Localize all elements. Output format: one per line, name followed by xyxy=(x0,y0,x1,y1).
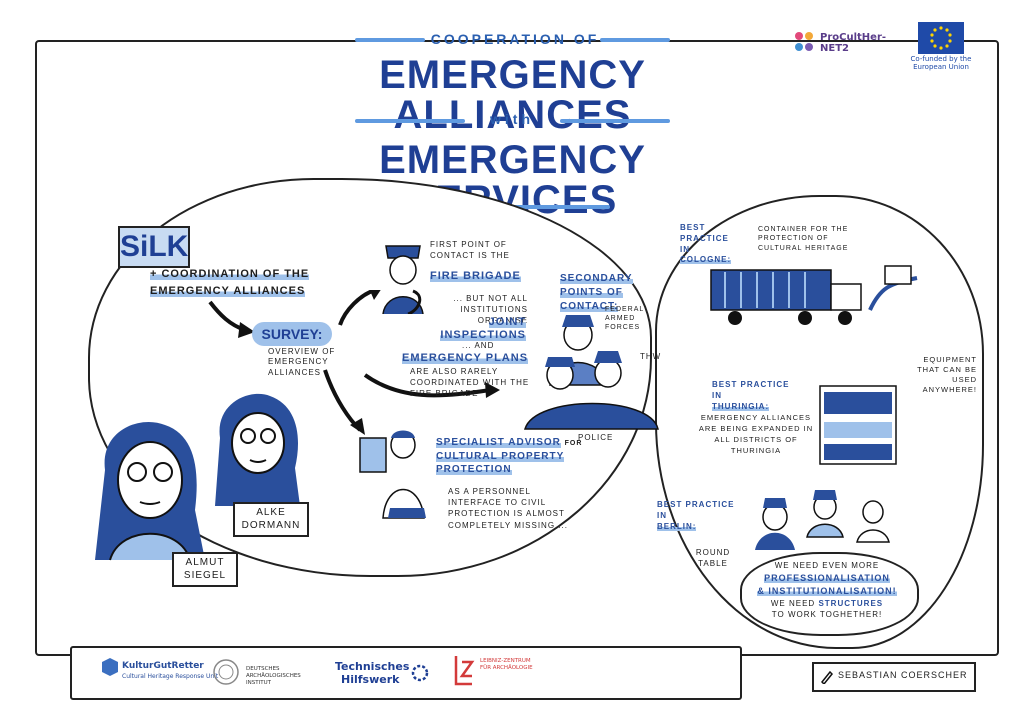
eu-flag-icon xyxy=(918,22,964,54)
pre-title: COOPERATION OF xyxy=(430,31,600,47)
coordination-text: + COORDINATION OF THE EMERGENCY ALLIANCE… xyxy=(150,266,350,299)
flow-arrows xyxy=(208,290,500,435)
artist-signature-box: SEBASTIAN COERSCHER xyxy=(812,662,976,692)
container-truck-illustration xyxy=(705,258,920,333)
dai-seal-icon xyxy=(213,659,239,685)
secondary-contact-label: SECONDARY POINTS OF CONTACT: xyxy=(560,273,633,312)
round-table-illustration xyxy=(745,482,905,552)
federal-forces-text: FEDERAL ARMED FORCES xyxy=(605,306,645,332)
pen-icon xyxy=(820,670,834,684)
police-text: POLICE xyxy=(578,433,614,442)
title-stroke xyxy=(560,119,670,123)
title-stroke xyxy=(355,38,425,42)
equipment-text: EQUIPMENT THAT CAN BE USED ANYWHERE! xyxy=(917,355,977,395)
emergency-services-illustration xyxy=(520,305,660,430)
almut-siegel-illustration xyxy=(90,410,210,565)
eu-caption: Co-funded by the European Union xyxy=(910,55,972,71)
survey-sub: OVERVIEW OF EMERGENCY ALLIANCES xyxy=(268,347,336,377)
round-table-text: ROUND TABLE xyxy=(695,548,731,568)
emergency-plans-label: EMERGENCY PLANS xyxy=(402,352,529,364)
and-text: ... AND xyxy=(462,341,495,350)
alke-dormann-label: ALKE DORMANN xyxy=(233,502,309,537)
storage-shelf-illustration xyxy=(818,382,898,467)
first-point-text: FIRST POINT OF CONTACT IS THE xyxy=(430,240,510,260)
needs-text: WE NEED EVEN MORE PROFESSIONALISATION & … xyxy=(757,561,897,620)
silk-box: SiLK xyxy=(118,226,190,268)
title-stroke xyxy=(600,38,670,42)
silk-label: SiLK xyxy=(120,230,189,263)
leiza-icon xyxy=(454,656,475,686)
title-stroke xyxy=(355,119,465,123)
procultherr-text: ProCultHer-NET2 xyxy=(820,32,887,54)
advisor-illustration xyxy=(358,420,428,520)
joint-inspections-label: JOINT INSPECTIONS xyxy=(440,316,526,342)
thw-text: THW xyxy=(640,352,662,361)
artist-name: SEBASTIAN COERSCHER xyxy=(838,670,968,680)
thw-gear-icon xyxy=(411,664,429,682)
title-with: with xyxy=(490,111,534,127)
footer-logos xyxy=(70,646,742,700)
firefighter-illustration xyxy=(378,236,428,316)
container-text: CONTAINER FOR THE PROTECTION OF CULTURAL… xyxy=(758,226,849,252)
interface-text: AS A PERSONNEL INTERFACE TO CIVIL PROTEC… xyxy=(448,487,568,530)
title-line1: EMERGENCY ALLIANCES xyxy=(379,53,646,137)
procultherr-logo: ProCultHer-NET2 xyxy=(790,24,902,60)
kgr-icon xyxy=(102,658,118,676)
procultherr-icon xyxy=(795,32,813,51)
leiza-logo: LEIBNIZ-ZENTRUM FÜR ARCHÄOLOGIE xyxy=(452,654,542,692)
specialist-advisor-label: SPECIALIST ADVISOR FOR CULTURAL PROPERTY… xyxy=(436,437,583,475)
fire-brigade-label: FIRE BRIGADE xyxy=(430,270,521,282)
kulturgutretter-logo: KulturGutRetter Cultural Heritage Respon… xyxy=(100,655,220,691)
dai-logo: DEUTSCHES ARCHÄOLOGISCHES INSTITUT xyxy=(212,654,322,690)
alke-dormann-illustration xyxy=(210,388,305,508)
rarely-text: ARE ALSO RARELY COORDINATED WITH THE FIR… xyxy=(410,367,530,398)
survey-label: SURVEY: xyxy=(252,322,332,346)
almut-siegel-label: ALMUT SIEGEL xyxy=(172,552,238,587)
thuringia-text: EMERGENCY ALLIANCES ARE BEING EXPANDED I… xyxy=(698,413,814,455)
thw-logo: Technisches Hilfswerk xyxy=(335,658,430,688)
